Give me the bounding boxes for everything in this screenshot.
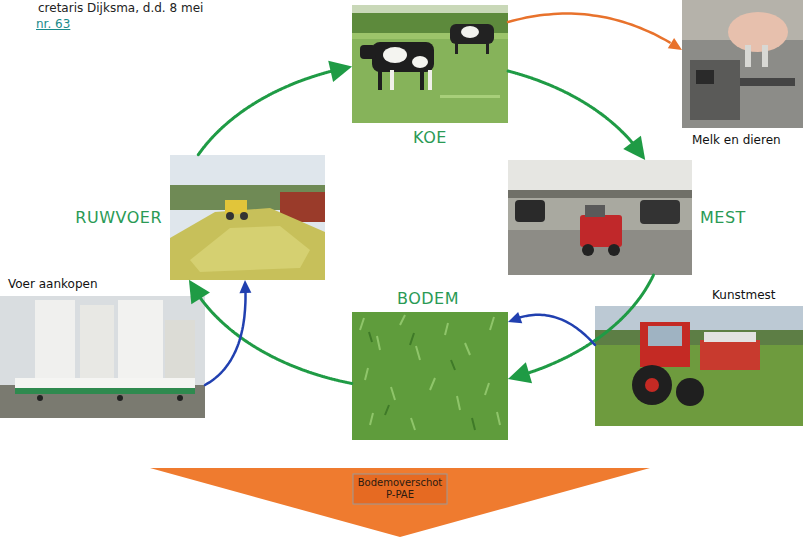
stage-label: Kunstmest: [712, 288, 775, 303]
cycle-stage: MEST: [508, 160, 746, 275]
flow-line: [520, 315, 595, 345]
flow-arrow: [205, 280, 251, 385]
flow-arrow: [508, 71, 645, 160]
source-link: nr. 63: [36, 17, 70, 32]
milking-photo: [682, 0, 803, 128]
feed-mill-photo: [0, 296, 205, 418]
stage-title: MEST: [700, 208, 746, 228]
stage-label: Voer aankopen: [8, 277, 98, 292]
flow-line: [198, 70, 335, 154]
barn-photo: [508, 160, 692, 275]
arrow-label: Bodemoverschot P-PAE: [357, 477, 443, 501]
flow-line: [508, 71, 635, 146]
cow-photo: [352, 5, 508, 123]
flow-arrow: [508, 14, 682, 50]
flow-arrow: [508, 312, 595, 345]
cycle-stage: RUWVOER: [75, 155, 325, 280]
stage-label: Melk en dieren: [692, 133, 781, 148]
fertilizer-spreader-photo: [595, 306, 803, 426]
grass-photo: [352, 312, 508, 440]
cycle-stage: KOE: [352, 5, 508, 148]
flow-line: [198, 295, 352, 383]
output-stage: Melk en dieren: [682, 0, 803, 148]
silage-photo: [170, 155, 325, 280]
flow-line: [508, 14, 670, 43]
surplus-arrow: Bodemoverschot P-PAE: [150, 468, 650, 537]
arrowhead: [189, 280, 210, 304]
stage-title: RUWVOER: [75, 208, 162, 228]
input-stage: Kunstmest: [595, 288, 803, 426]
arrow-body: [150, 468, 650, 537]
arrowhead: [623, 136, 645, 160]
flow-arrow: [508, 275, 654, 383]
stage-title: BODEM: [397, 289, 459, 309]
flow-arrow: [189, 280, 352, 384]
flow-arrow: [198, 61, 352, 155]
stage-title: KOE: [413, 128, 447, 148]
label-box: [353, 474, 447, 504]
flow-line: [205, 292, 246, 385]
flow-line: [525, 275, 654, 374]
source-note: cretaris Dijksma, d.d. 8 mei: [38, 1, 203, 16]
arrowhead: [668, 38, 682, 50]
cycle-stage: BODEM: [352, 289, 508, 440]
input-stage: Voer aankopen: [0, 277, 205, 418]
